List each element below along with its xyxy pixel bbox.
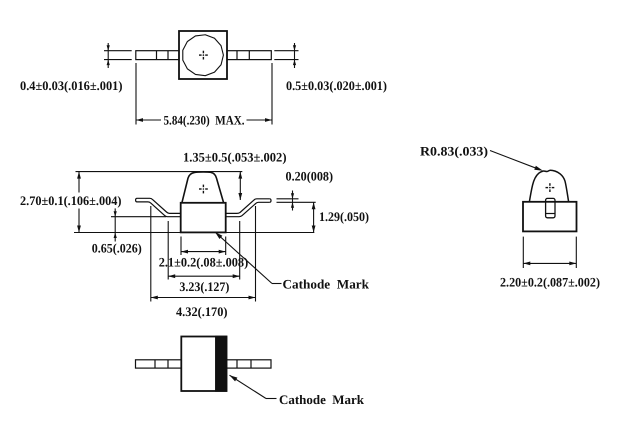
svg-text:2.1±0.2(.08±.008): 2.1±0.2(.08±.008): [159, 255, 249, 270]
svg-text:2.20±0.2(.087±.002): 2.20±0.2(.087±.002): [500, 275, 600, 290]
svg-text:1.35±0.5(.053±.002): 1.35±0.5(.053±.002): [183, 149, 287, 164]
svg-text:5.84(.230) MAX.: 5.84(.230) MAX.: [164, 113, 245, 128]
svg-text:0.5±0.03(.020±.001): 0.5±0.03(.020±.001): [286, 78, 387, 93]
svg-text:3.23(.127): 3.23(.127): [179, 279, 229, 294]
svg-text:4.32(.170): 4.32(.170): [176, 304, 228, 319]
svg-text:0.4±0.03(.016±.001): 0.4±0.03(.016±.001): [20, 78, 123, 93]
svg-text:0.65(.026): 0.65(.026): [92, 241, 142, 256]
svg-text:R0.83(.033): R0.83(.033): [420, 144, 488, 159]
svg-text:Cathode Mark: Cathode Mark: [279, 392, 365, 407]
svg-text:Cathode Mark: Cathode Mark: [283, 277, 370, 292]
svg-text:1.29(.050): 1.29(.050): [319, 209, 369, 224]
svg-text:2.70±0.1(.106±.004): 2.70±0.1(.106±.004): [20, 193, 122, 208]
svg-text:0.20(008): 0.20(008): [286, 168, 334, 183]
